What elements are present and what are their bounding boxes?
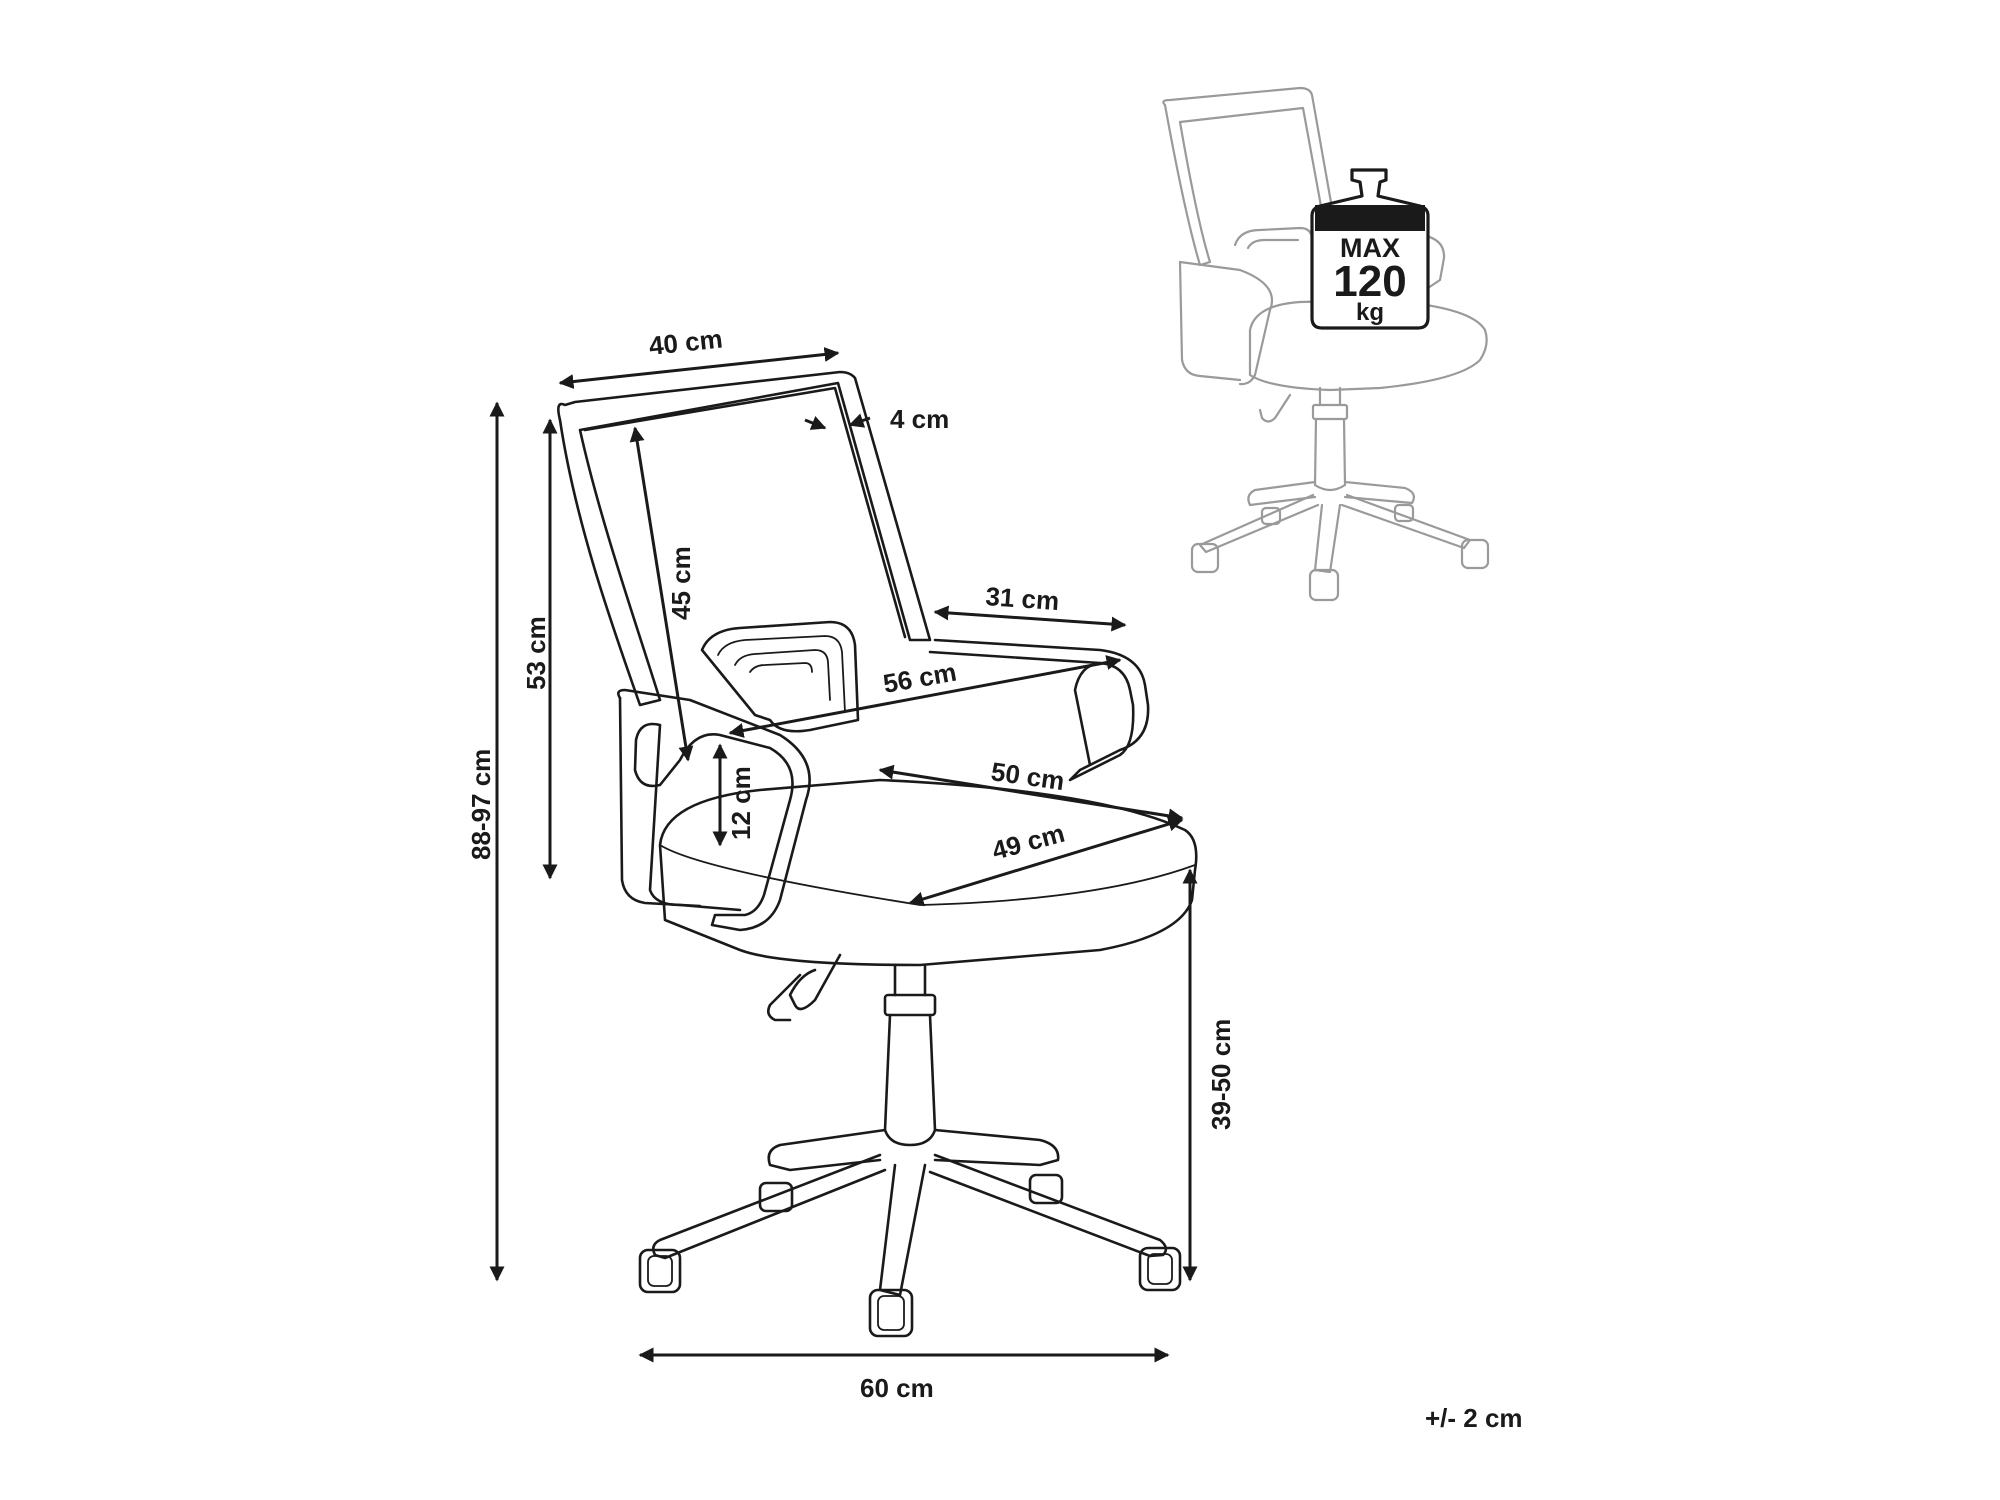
label-backrest-thickness: 4 cm bbox=[890, 404, 949, 434]
caster bbox=[868, 1288, 914, 1338]
label-backrest-height: 45 cm bbox=[666, 546, 696, 620]
weight-max-label: MAX bbox=[1340, 233, 1400, 263]
label-base-width: 60 cm bbox=[860, 1373, 934, 1403]
caster bbox=[1028, 1173, 1064, 1205]
weight-value: 120 bbox=[1333, 257, 1406, 306]
weight-unit: kg bbox=[1356, 299, 1384, 326]
dimension-lines bbox=[489, 346, 1198, 1363]
star-base bbox=[638, 1128, 1182, 1338]
weight-capacity-badge: MAX 120 kg bbox=[1310, 168, 1430, 330]
label-seat-height: 39-50 cm bbox=[1206, 1019, 1236, 1130]
label-armrest-height: 12 cm bbox=[726, 766, 756, 840]
caster bbox=[638, 1248, 682, 1294]
backrest bbox=[557, 370, 932, 733]
armrest-left bbox=[617, 688, 811, 932]
main-chair bbox=[557, 370, 1198, 1338]
caster bbox=[758, 1181, 794, 1213]
label-tolerance: +/- 2 cm bbox=[1425, 1403, 1523, 1433]
preview-chair bbox=[1162, 86, 1490, 602]
caster bbox=[1138, 1246, 1182, 1292]
label-armrest-length: 31 cm bbox=[985, 581, 1061, 616]
dimension-labels: 40 cm 4 cm 45 cm 88-97 cm 53 cm 31 cm 56… bbox=[466, 323, 1523, 1433]
label-overall-height: 88-97 cm bbox=[466, 749, 496, 860]
label-seat-to-top: 53 cm bbox=[521, 616, 551, 690]
gas-lift bbox=[767, 953, 937, 1147]
label-backrest-width: 40 cm bbox=[647, 323, 723, 361]
